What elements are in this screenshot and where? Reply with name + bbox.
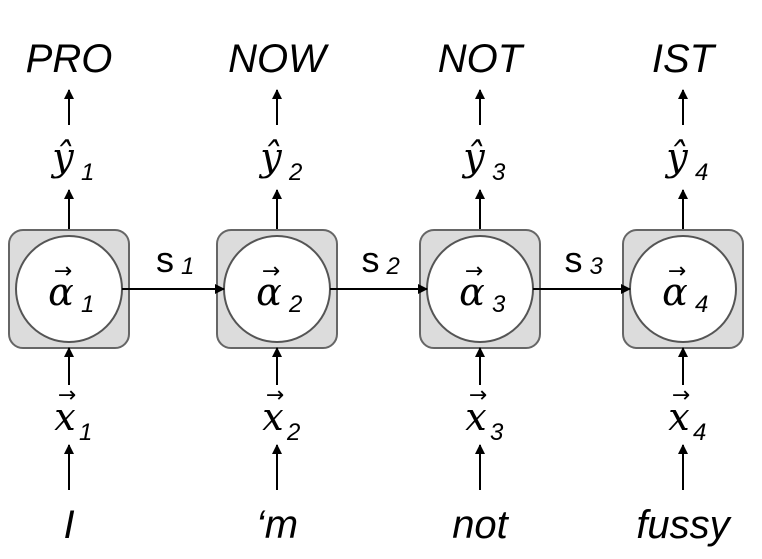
- yhat-index: 4: [695, 159, 708, 186]
- x-index: 3: [490, 419, 504, 446]
- x-symbol: x: [465, 395, 486, 439]
- output-tag: PRO: [26, 37, 113, 81]
- alpha-index: 1: [81, 291, 94, 318]
- x-index: 4: [693, 419, 706, 446]
- alpha-symbol: α: [48, 270, 74, 314]
- alpha-vector-arrow: →: [465, 259, 483, 284]
- state-index: 1: [181, 253, 194, 280]
- yhat-symbol: ŷ: [258, 135, 282, 179]
- yhat-symbol: ŷ: [461, 135, 485, 179]
- x-index: 2: [286, 419, 300, 446]
- state-symbol: s: [565, 239, 583, 280]
- alpha-index: 4: [695, 291, 708, 318]
- state-index: 3: [590, 253, 604, 280]
- alpha-vector-arrow: →: [262, 259, 280, 284]
- alpha-vector-arrow: →: [54, 259, 72, 284]
- state-symbol: s: [156, 239, 174, 280]
- alpha-index: 3: [492, 291, 506, 318]
- output-tag: NOT: [438, 37, 525, 81]
- alpha-symbol: α: [256, 270, 282, 314]
- yhat-symbol: ŷ: [664, 135, 688, 179]
- alpha-vector-arrow: →: [668, 259, 686, 284]
- yhat-index: 1: [81, 159, 94, 186]
- alpha-index: 2: [288, 291, 302, 318]
- x-symbol: x: [262, 395, 283, 439]
- alpha-symbol: α: [459, 270, 485, 314]
- output-tag: NOW: [228, 37, 329, 81]
- input-word: fussy: [636, 503, 732, 547]
- input-word: ‘m: [256, 503, 298, 547]
- state-symbol: s: [362, 239, 380, 280]
- x-vector-arrow: →: [469, 383, 487, 408]
- input-word: not: [452, 503, 509, 547]
- x-index: 1: [79, 419, 92, 446]
- x-vector-arrow: →: [266, 383, 284, 408]
- yhat-index: 3: [492, 159, 506, 186]
- input-word: I: [63, 503, 74, 547]
- yhat-symbol: ŷ: [50, 135, 74, 179]
- output-tag: IST: [652, 37, 717, 81]
- x-symbol: x: [54, 395, 75, 439]
- x-symbol: x: [668, 395, 689, 439]
- x-vector-arrow: →: [672, 383, 690, 408]
- x-vector-arrow: →: [58, 383, 76, 408]
- state-index: 2: [386, 253, 400, 280]
- yhat-index: 2: [288, 159, 302, 186]
- alpha-symbol: α: [662, 270, 688, 314]
